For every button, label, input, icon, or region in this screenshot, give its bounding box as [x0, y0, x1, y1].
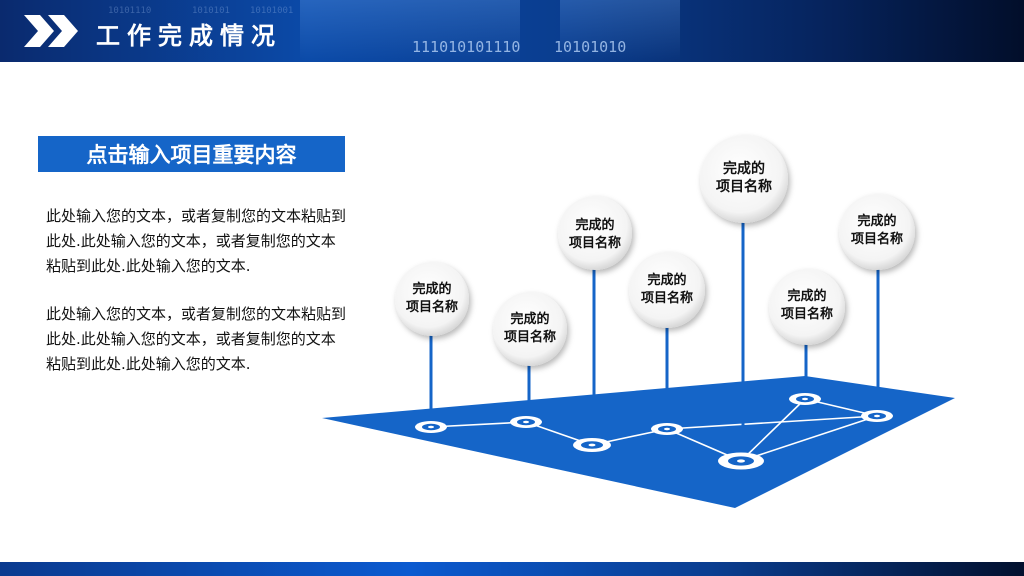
bubble-label-line: 完成的 [575, 218, 615, 233]
bubble-label: 完成的 项目名称 [485, 311, 575, 347]
project-bubble [839, 194, 915, 270]
header-binary-text: 10101110 [108, 6, 152, 16]
project-bubble [493, 292, 567, 366]
bubble-label: 完成的 项目名称 [832, 213, 922, 249]
project-bubble [629, 252, 705, 328]
header-binary-text: 111010101110 [412, 38, 521, 56]
double-chevron-icon [24, 15, 78, 47]
platform-plane [322, 376, 955, 508]
header-light-streak [300, 0, 520, 62]
bubble-label-line: 项目名称 [716, 179, 772, 195]
body-paragraph: 此处输入您的文本，或者复制您的文本粘贴到此处.此处输入您的文本，或者复制您的文本… [46, 305, 347, 373]
bubble-label-line: 项目名称 [780, 307, 833, 322]
network-nodes [415, 393, 893, 470]
network-node [861, 410, 893, 422]
bubble-label-line: 完成的 [647, 273, 687, 288]
network-node [573, 438, 611, 452]
bubble-label: 完成的 项目名称 [550, 217, 640, 253]
project-bubble [700, 135, 788, 223]
header-binary-text: 10101010 [554, 38, 627, 56]
footer-bar [0, 562, 1024, 576]
bubble-label-line: 项目名称 [568, 236, 621, 251]
bubble-poles [429, 220, 880, 461]
bubble-label: 完成的 项目名称 [699, 160, 789, 196]
header-binary-text: 10101001 [250, 6, 294, 16]
bubble-label-line: 完成的 [857, 214, 897, 229]
bubble-label: 完成的 项目名称 [762, 288, 852, 324]
project-bubbles [395, 135, 915, 366]
bubble-label-line: 完成的 [723, 161, 765, 177]
bubble-label-line: 项目名称 [503, 330, 556, 345]
bubble-label-line: 完成的 [787, 289, 827, 304]
project-bubble [558, 196, 632, 270]
section-heading: 点击输入项目重要内容 [38, 136, 345, 172]
header-light-streak [560, 0, 680, 62]
network-node [415, 421, 447, 433]
bubble-label-line: 项目名称 [850, 232, 903, 247]
network-node [651, 423, 683, 435]
header-bar: 10101110 1010101 10101001 111010101110 1… [0, 0, 1024, 62]
bubble-label: 完成的 项目名称 [387, 281, 477, 317]
project-bubble [395, 262, 469, 336]
bubble-label-line: 项目名称 [640, 291, 693, 306]
bubble-label-line: 完成的 [412, 282, 452, 297]
network-node [718, 452, 764, 470]
network-node [789, 393, 821, 405]
network-node [510, 416, 542, 428]
header-binary-text: 1010101 [192, 6, 230, 16]
bubble-label-line: 完成的 [510, 312, 550, 327]
project-bubble [769, 269, 845, 345]
bubble-label: 完成的 项目名称 [622, 272, 712, 308]
body-paragraph: 此处输入您的文本，或者复制您的文本粘贴到此处.此处输入您的文本，或者复制您的文本… [46, 207, 347, 275]
page-title: 工作完成情况 [96, 22, 282, 50]
bubble-label-line: 项目名称 [405, 300, 458, 315]
